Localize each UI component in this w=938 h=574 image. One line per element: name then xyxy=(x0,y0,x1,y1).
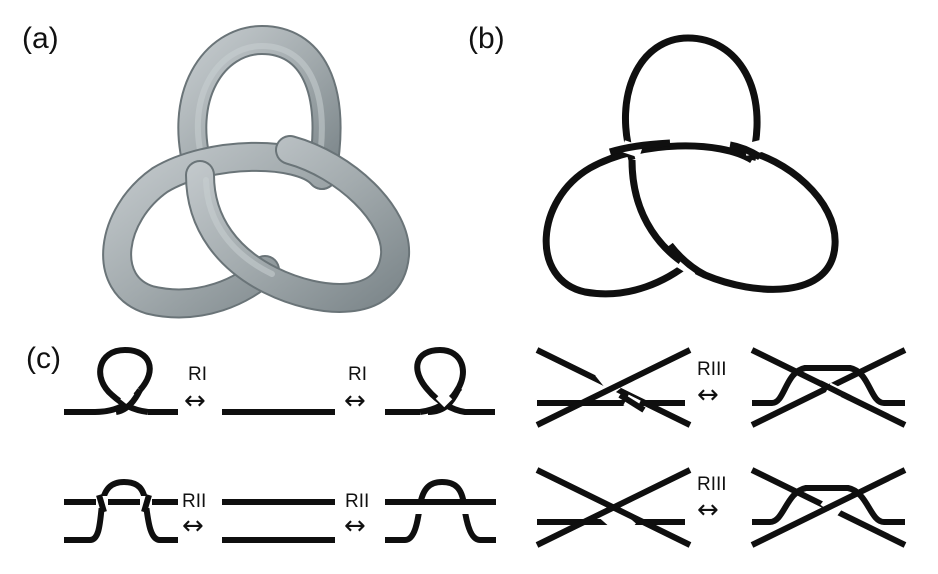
riii-top-label: RIII xyxy=(697,359,727,380)
rii-right-arrow-icon: ↔ xyxy=(344,511,366,541)
panel-a-label: (a) xyxy=(22,22,59,55)
riii-top-left xyxy=(535,347,692,428)
ri-right-arrow-icon: ↔ xyxy=(344,386,366,416)
rii-left xyxy=(64,479,178,543)
panel-a-trefoil-tube: (a) xyxy=(22,22,411,319)
ri-left-label: RI xyxy=(188,364,207,385)
trefoil-left-loop xyxy=(542,142,754,298)
ri-curl-right xyxy=(385,347,495,415)
rii-left-label: RII xyxy=(182,491,206,512)
ri-left-arrow-icon: ↔ xyxy=(184,386,206,416)
rii-right-label: RII xyxy=(345,491,369,512)
trefoil-top-loop xyxy=(621,34,761,162)
riii-top-arrow-icon: ↔ xyxy=(697,380,719,410)
panel-c-label: (c) xyxy=(26,342,61,375)
riii-bottom-right xyxy=(750,467,907,548)
panel-b-label: (b) xyxy=(468,22,505,55)
riii-bottom-label: RIII xyxy=(697,474,727,495)
riii-bottom-left xyxy=(535,467,692,548)
riii-top-right xyxy=(750,347,907,428)
rii-right xyxy=(385,479,496,543)
panel-b-trefoil-diagram: (b) xyxy=(468,22,839,298)
panel-c-reidemeister: (c) RI ↔ RI ↔ xyxy=(26,342,907,548)
rii-left-arrow-icon: ↔ xyxy=(182,511,204,541)
trefoil-right-loop xyxy=(628,146,839,293)
ri-curl-left xyxy=(64,347,178,415)
riii-bottom-arrow-icon: ↔ xyxy=(697,495,719,525)
ri-right-label: RI xyxy=(348,364,367,385)
